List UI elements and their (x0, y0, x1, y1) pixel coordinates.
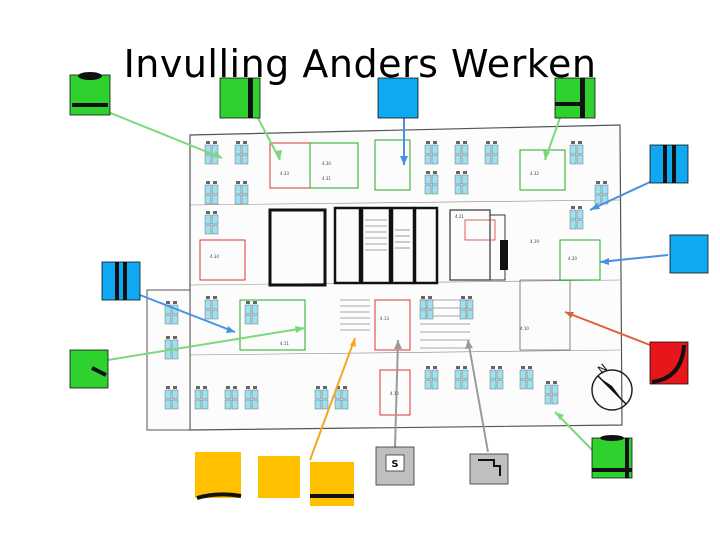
room-label-4-19: 4.19 (530, 239, 539, 244)
arrow-grey-1 (394, 339, 399, 449)
room-label-4-12: 4.12 (390, 391, 399, 396)
desk-cluster (454, 366, 469, 390)
green-desk-icon-top (219, 77, 261, 119)
desk-cluster (569, 206, 584, 230)
desk-cluster (244, 386, 259, 410)
desk-cluster (424, 141, 439, 165)
desk-cluster (459, 296, 474, 320)
desk-cluster (424, 171, 439, 195)
desk-cluster (569, 141, 584, 165)
room-label-4-11: 4.11 (280, 341, 289, 346)
desk-cluster (234, 181, 249, 205)
red-lounge-icon-right (649, 341, 689, 385)
room-label-4-10: 4.10 (520, 326, 529, 331)
desk-cluster (454, 171, 469, 195)
grey-printer-icon (469, 453, 509, 485)
silent-room-icon: S (375, 446, 415, 486)
green-desk-icon-left (69, 349, 109, 389)
legend-icons: S (69, 72, 709, 506)
arrow-green-4 (107, 327, 306, 361)
desk-cluster (489, 366, 504, 390)
desk-cluster (314, 386, 329, 410)
desk-cluster (204, 211, 219, 235)
desk-cluster (204, 296, 219, 320)
desk-cluster (419, 296, 434, 320)
desk-cluster (544, 381, 559, 405)
arrow-blue-2 (589, 181, 651, 211)
desk-cluster (484, 141, 499, 165)
silent-room-letter: S (391, 459, 398, 470)
desk-cluster (224, 386, 239, 410)
arrow-red-1 (564, 311, 651, 346)
desk-cluster (164, 386, 179, 410)
green-workstation-icon-top-left (69, 72, 111, 116)
desk-cluster (204, 141, 219, 165)
orange-icon-1 (195, 452, 242, 500)
room-label-4-32: 4.32 (530, 171, 539, 176)
room-label-4-20: 4.20 (568, 256, 577, 261)
arrow-green-1 (107, 111, 223, 159)
green-desk-icon-top-right (554, 77, 596, 119)
building-outline (146, 124, 623, 431)
desk-cluster (234, 141, 249, 165)
desk-cluster (194, 386, 209, 410)
desk-cluster (424, 366, 439, 390)
desk-cluster (454, 141, 469, 165)
desk-cluster (244, 301, 259, 325)
arrow-orange-1 (309, 337, 356, 461)
room-labels: 4.33 4.30 4.31 4.32 4.34 4.11 4.13 4.12 … (210, 161, 577, 396)
blue-room-icon-right (669, 234, 709, 274)
blue-double-desk-icon-right (649, 144, 689, 184)
desk-cluster (204, 181, 219, 205)
desk-cluster (519, 366, 534, 390)
room-label-4-34: 4.34 (210, 254, 219, 259)
room-label-4-31: 4.31 (322, 176, 331, 181)
blue-double-desk-icon-left (101, 261, 141, 301)
slide-title: Invulling Anders Werken (123, 42, 597, 86)
room-label-4-13: 4.13 (380, 316, 389, 321)
room-label-4-30: 4.30 (322, 161, 331, 166)
orange-icon-2 (258, 456, 300, 498)
arrow-blue-4 (139, 294, 236, 333)
orange-icon-3 (310, 462, 354, 506)
arrow-grey-2 (467, 339, 489, 453)
blue-room-icon-top (377, 77, 419, 119)
meeting-rooms (199, 139, 601, 416)
arrow-blue-3 (599, 254, 669, 263)
room-label-4-33: 4.33 (280, 171, 289, 176)
room-label-4-21: 4.21 (455, 214, 464, 219)
desk-cluster (594, 181, 609, 205)
green-desk-icon-bottom-right (591, 435, 633, 479)
building-core (268, 206, 508, 349)
